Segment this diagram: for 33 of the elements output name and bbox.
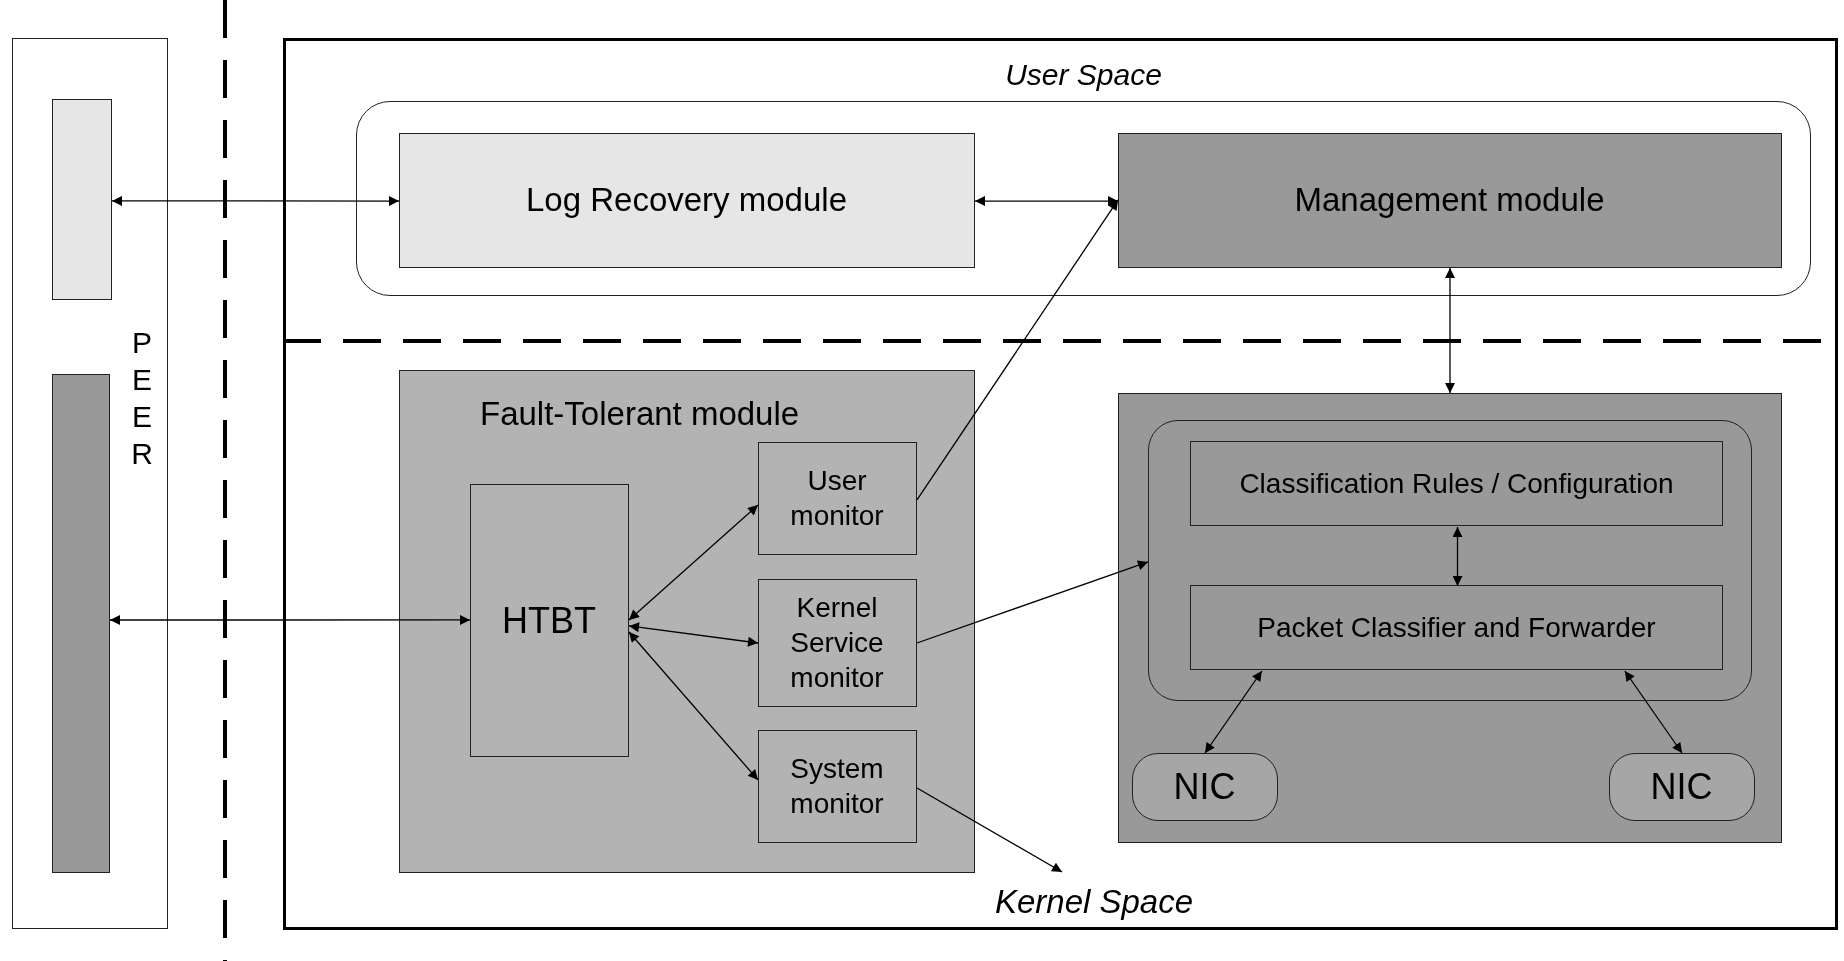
node-title: Fault-Tolerant module bbox=[480, 395, 800, 433]
node-title: User Space bbox=[1005, 58, 1162, 92]
node-title: PEER bbox=[130, 325, 154, 472]
module-box: Management module bbox=[1117, 132, 1782, 268]
rounded-container bbox=[1147, 419, 1752, 701]
region-label: Kernel Space bbox=[980, 882, 1208, 922]
arrow bbox=[628, 504, 759, 621]
classifier-box: Packet Classifier and Forwarder bbox=[1190, 585, 1723, 670]
monitor-box: Kernel Service monitor bbox=[757, 578, 917, 707]
arrow bbox=[109, 614, 471, 625]
module-panel bbox=[399, 370, 975, 873]
nic-box: NIC bbox=[1608, 752, 1755, 821]
kernel-panel bbox=[1118, 393, 1782, 843]
arrow bbox=[628, 631, 759, 781]
arrow bbox=[1452, 526, 1463, 587]
module-box: HTBT bbox=[469, 483, 629, 757]
monitor-box: User monitor bbox=[757, 441, 917, 555]
arrow bbox=[1445, 267, 1455, 394]
rules-box: Classification Rules / Configuration bbox=[1190, 441, 1723, 526]
peer-component-box bbox=[51, 98, 112, 300]
arrow bbox=[628, 622, 759, 647]
arrow bbox=[1204, 670, 1263, 754]
arrow bbox=[1624, 670, 1683, 754]
nic-box: NIC bbox=[1131, 752, 1278, 821]
arrow bbox=[111, 195, 400, 207]
arrow bbox=[916, 560, 1149, 644]
arrow bbox=[974, 196, 1119, 207]
arrow bbox=[916, 787, 1063, 873]
arrow bbox=[916, 199, 1119, 501]
monitor-box: System monitor bbox=[757, 729, 917, 843]
module-box: Log Recovery module bbox=[398, 132, 975, 268]
peer-box bbox=[12, 38, 168, 929]
peer-component-box bbox=[51, 373, 110, 873]
